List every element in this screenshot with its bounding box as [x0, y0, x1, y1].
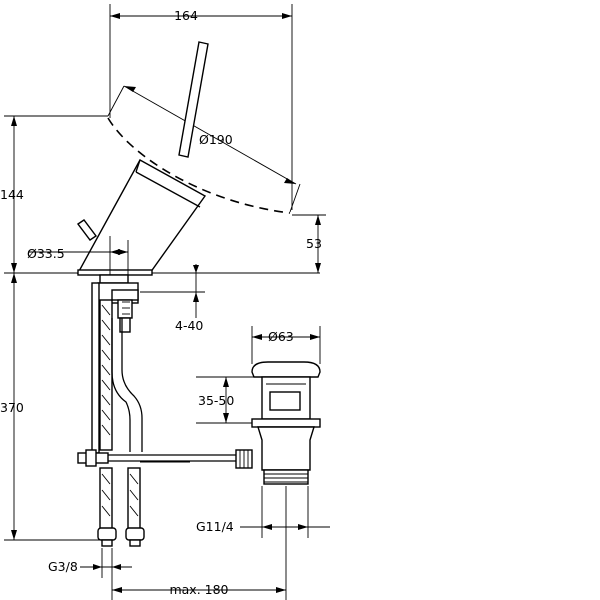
- dimension-deck-thickness: 4-40: [140, 264, 205, 333]
- clearance-label: 53: [306, 236, 322, 251]
- max-reach-label: max. 180: [169, 582, 228, 597]
- dimension-waste-thread: G11/4: [196, 486, 330, 538]
- dimension-plug-range: 35-50: [196, 376, 262, 424]
- pull-rod: [77, 449, 253, 469]
- supply-pipes: [91, 282, 145, 547]
- dimension-max-reach: max. 180: [112, 486, 287, 600]
- body-diameter-label: Ø33.5: [27, 246, 65, 261]
- spout-height-label: 144: [0, 187, 24, 202]
- faucet-body: [76, 41, 209, 276]
- inlet-thread-label: G3/8: [48, 559, 78, 574]
- dimension-total-height: 370: [0, 272, 320, 541]
- plug-range-label: 35-50: [198, 393, 234, 408]
- dimension-spout-height: 144: [0, 115, 108, 273]
- dimension-waste-diameter: Ø63: [251, 326, 321, 364]
- dimension-overall-width: 164: [109, 4, 293, 210]
- bowl-diameter-label: Ø190: [199, 132, 233, 147]
- dimension-inlet-thread: G3/8: [48, 548, 132, 600]
- waste-valve: [251, 361, 321, 485]
- deck-thickness-label: 4-40: [175, 318, 203, 333]
- waste-thread-label: G11/4: [196, 519, 234, 534]
- waste-diameter-label: Ø63: [268, 329, 294, 344]
- bowl-outline: Ø190: [107, 85, 301, 214]
- dimension-body-diameter: Ø33.5: [27, 236, 129, 278]
- width-label: 164: [174, 8, 198, 23]
- total-height-label: 370: [0, 400, 24, 415]
- dimension-clearance: 53: [292, 214, 326, 273]
